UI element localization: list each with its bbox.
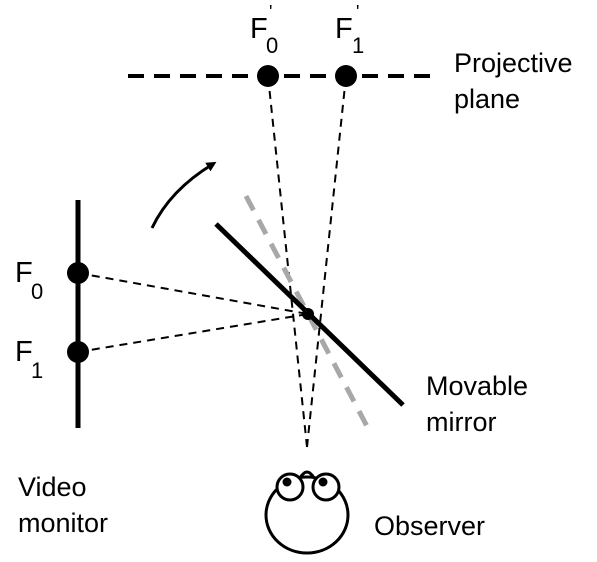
observer-eyes-icon (264, 470, 350, 555)
f0-label-subscript: 0 (31, 279, 43, 304)
movable-mirror-label-line1: Movable (426, 371, 528, 401)
ray-from-f1 (77, 313, 309, 353)
f0-prime-label-letter: F (250, 13, 268, 45)
f0-label-letter: F (15, 257, 33, 289)
video-monitor-label-line2: monitor (18, 508, 108, 538)
f1-prime-label-letter: F (335, 13, 353, 45)
curved-arrow-icon (150, 161, 217, 229)
sightline-to-f1-prime (306, 75, 347, 448)
f1-label-subscript: 1 (31, 358, 43, 383)
f0-prime-label-mark: ' (269, 2, 272, 22)
mirror-pivot (302, 308, 314, 320)
projective-plane-label-line2: plane (454, 84, 520, 114)
projective-plane-label-line1: Projective (454, 48, 573, 78)
point-f1-prime (335, 65, 357, 87)
point-f1 (67, 341, 89, 363)
video-monitor-label-line1: Video (18, 472, 87, 502)
point-f0 (67, 262, 89, 284)
point-f0-prime (257, 65, 279, 87)
f1-label-letter: F (15, 336, 33, 368)
f1-prime-label-mark: ' (356, 2, 359, 22)
rotated-mirror-position (243, 194, 373, 434)
movable-mirror-label-line2: mirror (426, 407, 496, 437)
observer-label: Observer (374, 511, 485, 541)
ray-from-f0 (77, 272, 309, 315)
f1-prime-label-subscript: 1 (352, 33, 364, 58)
f0-prime-label-subscript: 0 (266, 33, 278, 58)
sightline-to-f0-prime (267, 75, 308, 448)
